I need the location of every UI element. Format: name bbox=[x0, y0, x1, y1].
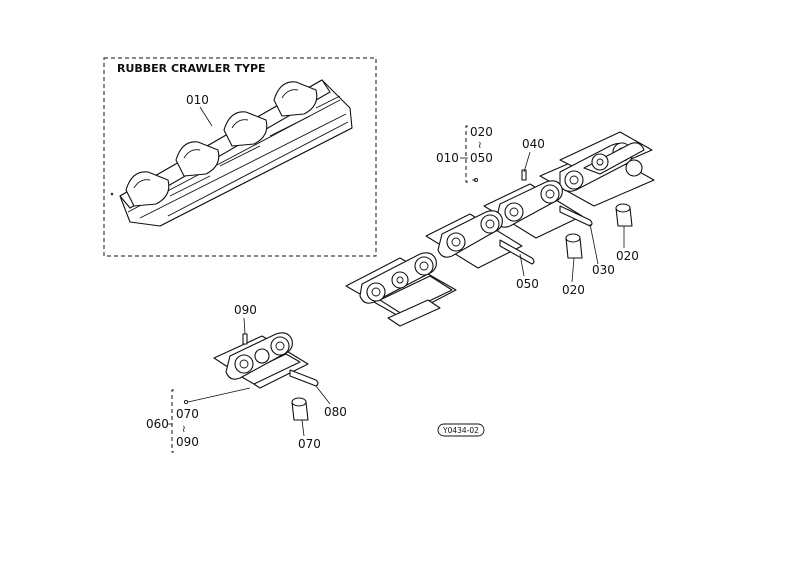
leader-010-inset bbox=[199, 106, 213, 127]
callout-040: 040 bbox=[522, 137, 545, 151]
leader-030 bbox=[589, 223, 599, 265]
callout-tilde-top: ≀ bbox=[478, 140, 482, 151]
callout-030: 030 bbox=[592, 263, 615, 277]
callout-tilde-bottom: ≀ bbox=[182, 424, 186, 435]
inset-dashed-frame bbox=[103, 57, 377, 257]
callout-070-top: 070 bbox=[176, 407, 199, 421]
leader-080 bbox=[315, 385, 331, 405]
figure-code-frame bbox=[437, 423, 485, 437]
rubber-crawler-inset: RUBBER CRAWLER TYPE bbox=[103, 57, 377, 257]
callout-090-bottom: 090 bbox=[176, 435, 199, 449]
callout-060: 060 bbox=[146, 417, 169, 431]
callout-020-right: 020 bbox=[616, 249, 639, 263]
figure-code: Y0434-02 bbox=[437, 423, 485, 437]
callout-020-mid: 020 bbox=[562, 283, 585, 297]
leader-070-bottom bbox=[301, 419, 305, 437]
rubber-crawler-drawing bbox=[119, 79, 353, 227]
master-link-assembly bbox=[183, 332, 319, 421]
callout-020-top: 020 bbox=[470, 125, 493, 139]
pin-090 bbox=[242, 333, 248, 345]
inset-title: RUBBER CRAWLER TYPE bbox=[117, 62, 266, 75]
bushing-070 bbox=[291, 397, 309, 421]
bracket-010 bbox=[465, 125, 468, 183]
track-chain-assembly bbox=[345, 131, 655, 327]
reference-dot-060 bbox=[183, 399, 189, 405]
callout-050-mid: 050 bbox=[516, 277, 539, 291]
callout-080: 080 bbox=[324, 405, 347, 419]
leader-020-mid bbox=[571, 257, 575, 283]
bushing-020-right bbox=[615, 203, 633, 227]
leader-050-mid bbox=[519, 253, 525, 277]
callout-090-top: 090 bbox=[234, 303, 257, 317]
callout-050-top: 050 bbox=[470, 151, 493, 165]
leader-090-top bbox=[243, 317, 246, 335]
figure-code-text: Y0434-02 bbox=[442, 426, 479, 435]
stray-dot bbox=[110, 192, 114, 196]
callout-010-inset: 010 bbox=[186, 93, 209, 107]
callout-010: 010 bbox=[436, 151, 459, 165]
callout-labels: 020 ≀ 010 050 040 030 020 050 020 090 06… bbox=[146, 125, 639, 453]
track-section-d bbox=[345, 252, 457, 327]
callout-070-bottom: 070 bbox=[298, 437, 321, 451]
leader-060-dot bbox=[187, 387, 251, 403]
pin-080 bbox=[289, 369, 319, 387]
leader-040 bbox=[523, 151, 531, 173]
pin-050-mid bbox=[499, 239, 535, 265]
bracket-060 bbox=[171, 389, 174, 453]
bushing-020-mid bbox=[565, 233, 583, 259]
track-section-a bbox=[539, 131, 655, 207]
pin-040 bbox=[521, 169, 527, 181]
track-section-c bbox=[425, 210, 523, 269]
